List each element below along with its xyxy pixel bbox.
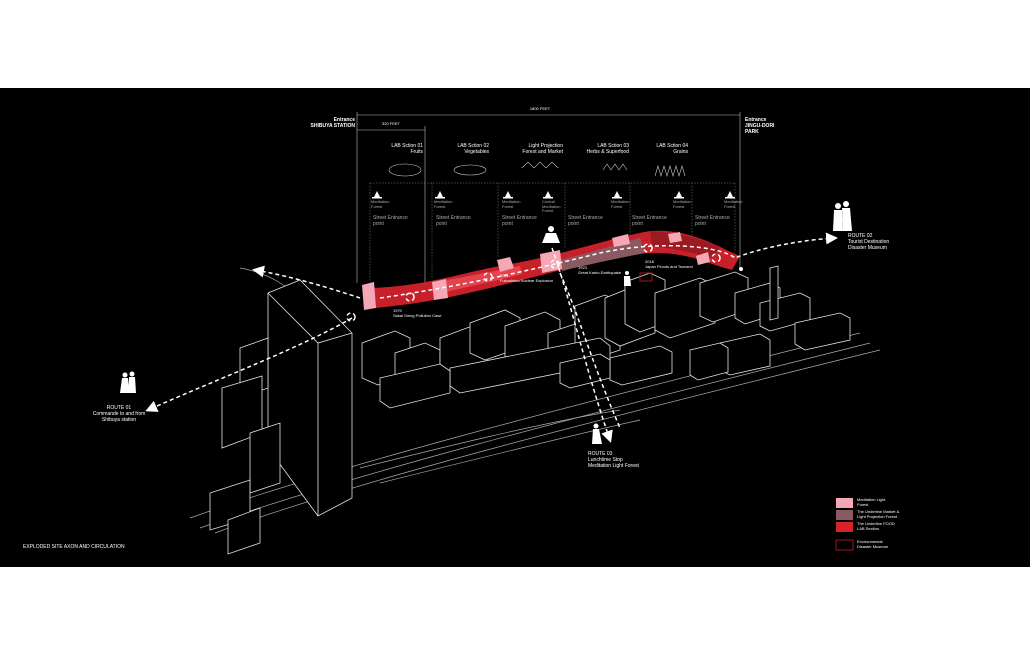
- route-03: [551, 247, 613, 443]
- diagram-board: 1800 FEET 320 FEET Entrance SHIBUYA STAT…: [0, 88, 1030, 567]
- meditation-label-5: Meditation Forest: [673, 199, 692, 209]
- meditation-label-central: Central Meditation Forest: [542, 199, 561, 214]
- meditation-figure-icons: [372, 191, 735, 199]
- meditation-label-2: Meditation Forest: [434, 199, 453, 209]
- disaster-2018: 2018 Japan Floods and Tsunami: [645, 259, 693, 269]
- dimension-segment: 320 FEET: [381, 121, 401, 126]
- street-entrance-1: Street Entrance point: [373, 215, 408, 227]
- dimension-lines: [356, 112, 741, 283]
- meditation-label-1: Meditation Forest: [371, 199, 390, 209]
- route-02-label: ROUTE 02 Tourist Destination Disaster Mu…: [848, 233, 890, 251]
- dimension-total: 1800 FEET: [529, 106, 551, 111]
- entrance-jingu-dori: Entrance JINGU-DORI PARK: [745, 117, 775, 135]
- route-02: [379, 232, 838, 299]
- legend-swatches: [835, 498, 854, 551]
- disaster-1923: 1923 Great Kanto Earthquake: [578, 265, 622, 275]
- legend-label-market: The Underline Market & Light Projection …: [857, 509, 900, 519]
- circulation-routes: [145, 232, 838, 443]
- section-label-04: LAB Sction 04 Grains: [656, 143, 688, 155]
- meditation-label-4: Meditation Forest: [611, 199, 630, 209]
- street-entrance-2: Street Entrance point: [436, 215, 471, 227]
- site-axon-drawing: [120, 112, 881, 555]
- meditation-blocks: [362, 232, 710, 310]
- entrance-shibuya: Entrance SHIBUYA STATION: [310, 117, 355, 129]
- central-meditation-figure-icon: [542, 226, 560, 243]
- section-label-03: LAB Sction 03 Herbs & Superfood: [586, 143, 629, 155]
- section-label-02: LAB Sction 02 Vegetables: [457, 143, 489, 155]
- street-entrance-4: Street Entrance point: [568, 215, 603, 227]
- route-03-label: ROUTE 03 Lunchtime Stop Meditation Light…: [588, 451, 639, 469]
- legend-label-food-lab: The Underline FOOD LAB Section: [857, 521, 895, 531]
- person-icons: [120, 201, 852, 444]
- disaster-1970: 1970 Sakai Smog Pollution Case: [393, 308, 442, 318]
- disaster-museum-block: [639, 272, 653, 282]
- legend-label-museum: Environmental Disaster Museum: [857, 539, 889, 549]
- building-massing: [209, 265, 851, 555]
- disaster-2011: 2011 Fukushima Nuclear Explosion: [500, 273, 553, 283]
- produce-illustrations: [388, 161, 686, 178]
- page-title: EXPLODED SITE AXON AND CIRCULATION: [23, 544, 125, 550]
- section-label-light-projection: Light Projection Forest and Market: [522, 143, 563, 155]
- legend-label-meditation: Meditation Light Forest: [857, 497, 886, 507]
- section-label-01: LAB Sction 01 Fruits: [391, 143, 423, 155]
- route-01-label: ROUTE 01 Commande to and from Shibuya st…: [92, 405, 146, 423]
- route-to-west: [252, 265, 361, 299]
- street-entrance-5: Street Entrance point: [632, 215, 667, 227]
- street-entrance-6: Street Entrance point: [695, 215, 730, 227]
- meditation-label-6: Meditation Forest: [724, 199, 743, 209]
- route-01: [145, 317, 353, 412]
- street-entrance-3: Street Entrance point: [502, 215, 537, 227]
- route-02-node: [739, 267, 743, 271]
- meditation-label-3: Meditation Forest: [502, 199, 521, 209]
